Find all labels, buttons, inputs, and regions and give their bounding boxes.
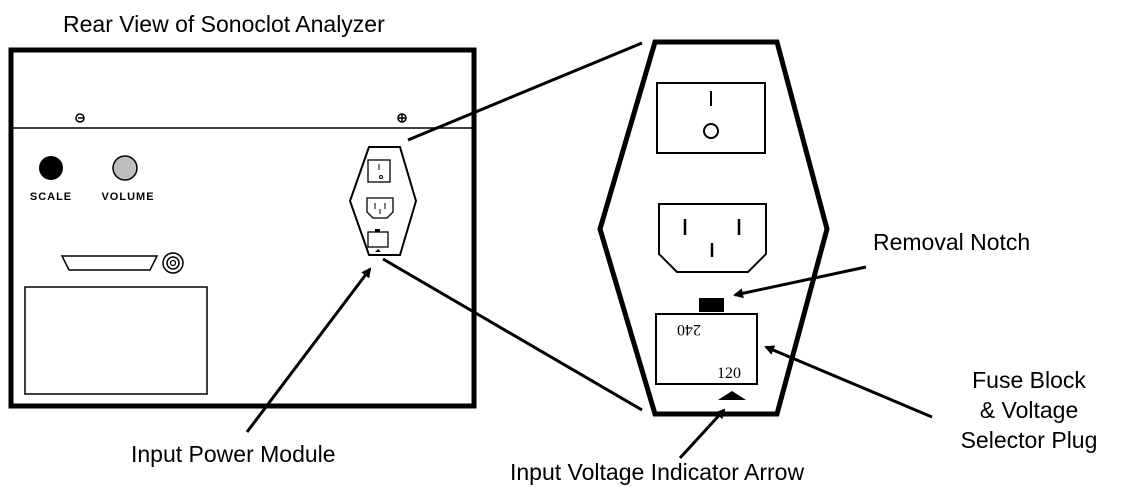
pointer-voltage-arrow (678, 408, 726, 460)
switch-off-mark (703, 123, 719, 139)
diagram-title: Rear View of Sonoclot Analyzer (63, 11, 385, 37)
volume-knob (112, 155, 138, 181)
label-fuse-block-line1: Fuse Block (972, 367, 1086, 393)
label-fuse-block-line2: & Voltage (980, 397, 1078, 423)
power-receptacle (658, 203, 767, 273)
panel-outline (8, 47, 477, 409)
small-indicator-arrow (375, 249, 381, 252)
zoom-line-bottom (382, 257, 643, 412)
enlarged-module-outline (597, 39, 830, 417)
label-fuse-block-line3: Selector Plug (961, 427, 1098, 453)
screw-right (397, 113, 407, 123)
scale-label: SCALE (30, 191, 72, 203)
fuse-block (655, 313, 758, 385)
pointer-input-power-module (245, 267, 372, 433)
round-jack (162, 252, 184, 274)
label-input-power-module: Input Power Module (131, 441, 336, 467)
volume-label: VOLUME (101, 191, 154, 203)
power-switch (656, 82, 766, 154)
pointer-removal-notch (733, 265, 867, 299)
label-input-voltage-arrow: Input Voltage Indicator Arrow (510, 459, 804, 485)
serial-connector (60, 255, 159, 271)
small-switch (367, 159, 391, 183)
small-receptacle (366, 197, 394, 219)
fuse-value-120: 120 (717, 365, 741, 382)
pointer-fuse-block (764, 345, 933, 419)
lower-cover-plate (24, 286, 208, 395)
small-power-module (348, 146, 418, 256)
small-fuse-block (367, 231, 389, 248)
fuse-value-240: 240 (677, 321, 701, 338)
zoom-line-top (407, 41, 643, 142)
enlarged-power-module: 240 120 (597, 39, 830, 417)
label-removal-notch: Removal Notch (873, 229, 1030, 255)
scale-knob (39, 156, 63, 180)
rear-panel: SCALE VOLUME (8, 47, 477, 409)
removal-notch (699, 298, 724, 312)
voltage-indicator-arrow (718, 391, 746, 400)
screw-left (75, 113, 85, 123)
